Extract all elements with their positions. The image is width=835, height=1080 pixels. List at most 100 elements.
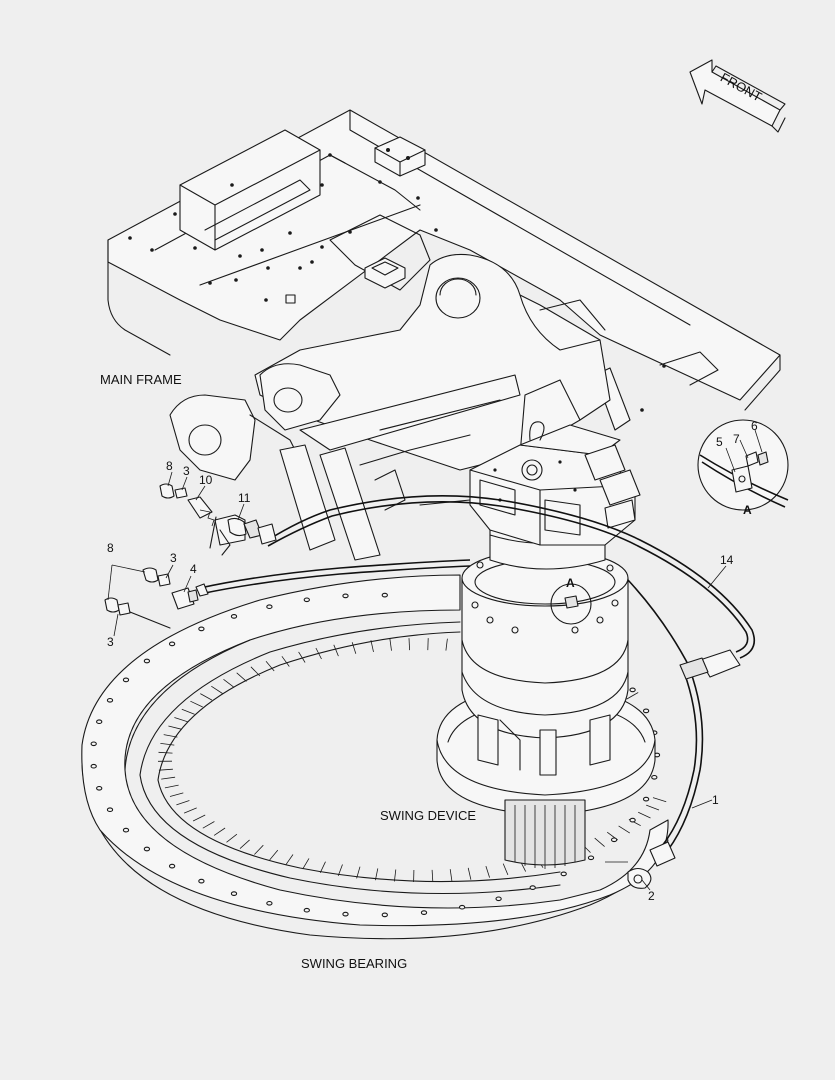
gear-tooth	[174, 717, 188, 723]
bolt-hole	[122, 677, 130, 683]
gear-tooth	[618, 825, 631, 834]
bolt-hole	[610, 837, 618, 843]
gear-tooth	[200, 693, 213, 701]
bolt-hole	[342, 911, 349, 917]
gear-tooth	[269, 849, 279, 861]
gear-tooth	[250, 666, 261, 677]
bolt-hole	[629, 687, 636, 693]
gear-tooth	[652, 797, 667, 803]
gear-tooth	[449, 869, 453, 882]
bolt-hole	[381, 592, 388, 598]
main-frame-label: MAIN FRAME	[100, 372, 182, 387]
fitting-group-upper	[159, 483, 277, 556]
gear-tooth	[265, 661, 275, 672]
bolt-hole	[642, 708, 650, 714]
gear-tooth	[467, 867, 472, 880]
gear-tooth	[408, 638, 410, 651]
hose-14	[199, 494, 756, 669]
bolt-hole	[651, 774, 658, 780]
gear-tooth	[333, 644, 339, 657]
gear-tooth	[236, 672, 247, 682]
detail-a-view-label: A	[743, 503, 752, 517]
gear-tooth	[163, 734, 178, 738]
bolt-hole	[96, 719, 103, 725]
gear-tooth	[161, 776, 176, 780]
gear-tooth	[626, 692, 639, 700]
gear-tooth	[183, 807, 197, 814]
gear-tooth	[394, 869, 397, 882]
bolt-hole	[266, 900, 273, 906]
gear-tooth	[638, 811, 651, 819]
cylinder-bolts	[471, 561, 619, 634]
fitting-group-lower	[104, 564, 209, 629]
gear-tooth	[223, 678, 235, 688]
gear-tooth	[646, 804, 660, 811]
callout: 8	[166, 459, 173, 473]
bolt-hole	[90, 741, 97, 747]
bolt-hole	[381, 912, 388, 918]
gear-tooth	[431, 869, 434, 882]
hose-1	[661, 669, 704, 851]
swing-bearing	[81, 574, 669, 940]
bolt-hole	[143, 846, 151, 852]
gear-tooth	[226, 833, 238, 843]
bolt-hole	[198, 878, 205, 884]
bolt-hole	[303, 907, 310, 913]
gear-tooth	[370, 640, 374, 652]
gear-tooth	[594, 837, 605, 847]
callout: 8	[107, 541, 114, 555]
bolt-hole	[198, 626, 205, 632]
callout: 7	[733, 432, 740, 446]
bolt-hole	[106, 697, 114, 703]
gear-tooth	[176, 800, 190, 806]
gear-tooth	[168, 725, 182, 730]
gear-tooth	[202, 821, 215, 829]
gear-tooth	[356, 866, 361, 879]
callout: 3	[107, 635, 114, 649]
gear-tooth	[181, 708, 195, 715]
gear-tooth	[254, 844, 264, 855]
gear-tooth	[158, 768, 173, 771]
bolt-hole	[90, 763, 97, 769]
bolt-hole	[529, 885, 536, 890]
callout: 1	[712, 793, 719, 807]
frame-bolt-holes	[128, 153, 666, 422]
bolt-hole	[266, 604, 273, 610]
gear-tooth	[281, 656, 290, 667]
bolt-hole	[420, 910, 428, 915]
gear-tooth	[169, 792, 184, 797]
front-arrow: FRONT	[689, 59, 786, 133]
gear-tooth	[445, 638, 448, 651]
swing-device-label: SWING DEVICE	[380, 808, 476, 823]
bolt-hole	[106, 807, 114, 813]
callout: 3	[170, 551, 177, 565]
gear-tooth	[351, 642, 357, 654]
gear-tooth	[192, 814, 206, 822]
gear-tooth	[375, 868, 379, 881]
callout: 10	[199, 473, 213, 487]
hose-fittings	[627, 649, 741, 889]
callout: 14	[720, 553, 734, 567]
bolt-hole	[168, 641, 176, 647]
callout: 11	[238, 491, 251, 505]
gear-tooth	[389, 638, 392, 651]
text-labels: MAIN FRAME SWING DEVICE SWING BEARING A …	[100, 372, 752, 971]
bolt-hole	[143, 658, 151, 664]
gear-tooth	[315, 647, 322, 660]
callout-numbers: 8 3 10 11 8 3 4 3 14 1 2 5 7 6	[107, 419, 758, 903]
gear-tooth	[502, 863, 509, 876]
bolt-hole	[560, 871, 567, 877]
detail-a	[697, 419, 789, 511]
gear-tooth	[160, 743, 175, 746]
bolt-hole	[629, 817, 636, 823]
bolt-hole	[230, 891, 238, 896]
gear-tooth	[211, 685, 223, 694]
bolt-hole	[303, 597, 310, 603]
gear-tooth	[239, 839, 250, 849]
callout: 6	[751, 419, 758, 433]
callout: 2	[648, 889, 655, 903]
callout: 4	[190, 562, 197, 576]
gear-tooth	[485, 865, 490, 878]
gear-tooth	[164, 784, 179, 789]
